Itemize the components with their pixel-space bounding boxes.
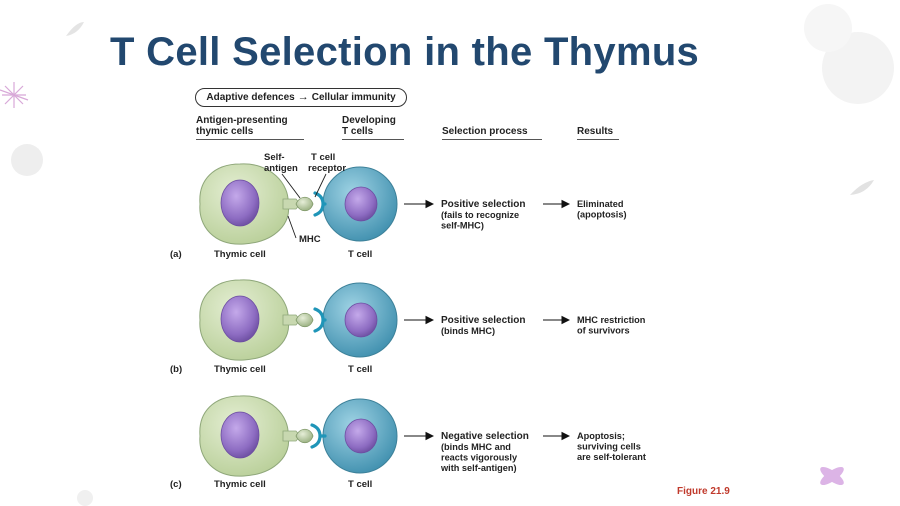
row-letter: (b)	[170, 364, 182, 375]
arrow-right-icon: →	[297, 91, 309, 103]
column-header-developing: Developing T cells	[342, 115, 404, 140]
t-cell-nucleus	[344, 302, 378, 338]
selection-row: (a) Thymic cell T cell Positive selection(f…	[170, 163, 627, 260]
process-detail: (binds MHC and	[441, 442, 511, 452]
result-text: surviving cells	[577, 442, 641, 452]
process-title: Negative selection	[441, 431, 529, 442]
decor-blob-bottom-left	[77, 490, 93, 506]
callout-leader-tcr	[314, 173, 327, 198]
t-cell-label: T cell	[348, 249, 372, 260]
result-text: of survivors	[577, 326, 630, 336]
column-header-process: Selection process	[442, 126, 542, 140]
thymic-cell-label: Thymic cell	[214, 479, 266, 490]
process-detail: reacts vigorously	[441, 453, 518, 463]
result-text: Eliminated	[577, 199, 623, 209]
result-text: are self-tolerant	[577, 452, 646, 462]
leaf-decor-icon	[66, 22, 84, 36]
thymic-cell-label: Thymic cell	[214, 249, 266, 260]
column-header-results-text: Results	[577, 126, 614, 137]
row-letter: (a)	[170, 249, 182, 260]
decor-blob-left	[11, 144, 43, 176]
callout-tcr-line1: T cell	[311, 152, 335, 163]
process-detail: (binds MHC)	[441, 326, 495, 336]
selection-row: (c) Thymic cell T cell Negative selection(b…	[170, 395, 646, 490]
thymic-cell-nucleus	[220, 179, 260, 227]
thymic-cell-nucleus	[220, 411, 260, 459]
self-antigen	[295, 428, 314, 444]
flower-decor-icon	[820, 466, 844, 486]
decor-blob-top-right-2	[804, 4, 852, 52]
thymic-cell-nucleus	[220, 295, 260, 343]
t-cell-label: T cell	[348, 364, 372, 375]
leaf-decor-icon	[850, 180, 874, 195]
process-title: Positive selection	[441, 315, 525, 326]
result-text: Apoptosis;	[577, 431, 625, 441]
callout-leader-mhc	[287, 215, 297, 239]
t-cell-nucleus	[344, 418, 378, 454]
column-header-underline	[196, 139, 304, 140]
column-header-process-text: Selection process	[442, 126, 528, 137]
column-header-developing-line2: T cells	[342, 126, 374, 137]
self-antigen	[295, 312, 314, 328]
t-cell-receptor	[310, 423, 327, 449]
page-title: T Cell Selection in the Thymus	[110, 30, 700, 74]
process-detail: with self-antigen)	[440, 463, 517, 473]
sparkle-decor-icon	[0, 82, 29, 108]
process-title: Positive selection	[441, 199, 525, 210]
breadcrumb-from: Adaptive defences	[206, 92, 295, 103]
callout-self-antigen-line2: antigen	[264, 163, 298, 174]
column-header-developing-line1: Developing	[342, 115, 396, 126]
callout-tcr-line2: receptor	[308, 163, 346, 174]
column-header-underline	[342, 139, 404, 140]
self-antigen	[295, 196, 314, 212]
selection-row: (b) Thymic cell T cell Positive selection(b…	[170, 279, 646, 375]
process-detail: self-MHC)	[441, 221, 484, 231]
decor-blob-top-right	[822, 32, 894, 104]
t-cell-receptor	[313, 307, 327, 333]
column-header-apc-line1: Antigen-presenting	[196, 115, 288, 126]
thymic-cell-label: Thymic cell	[214, 364, 266, 375]
callout-self-antigen-line1: Self-	[264, 152, 285, 163]
column-header-underline	[442, 139, 542, 140]
column-header-underline	[577, 139, 619, 140]
result-text: MHC restriction	[577, 315, 646, 325]
row-letter: (c)	[170, 479, 182, 490]
result-text: (apoptosis)	[577, 210, 627, 220]
t-cell-label: T cell	[348, 479, 372, 490]
column-header-apc: Antigen-presenting thymic cells	[196, 115, 304, 140]
breadcrumb: Adaptive defences → Cellular immunity	[195, 88, 407, 107]
callout-mhc: MHC	[299, 234, 321, 245]
breadcrumb-to: Cellular immunity	[311, 92, 396, 103]
callout-leader-self-antigen	[281, 173, 301, 199]
column-header-apc-line2: thymic cells	[196, 126, 254, 137]
t-cell-receptor	[313, 191, 327, 217]
t-cell-nucleus	[344, 186, 378, 222]
figure-label: Figure 21.9	[677, 486, 730, 497]
column-header-results: Results	[577, 126, 619, 140]
process-detail: (fails to recognize	[441, 210, 519, 220]
